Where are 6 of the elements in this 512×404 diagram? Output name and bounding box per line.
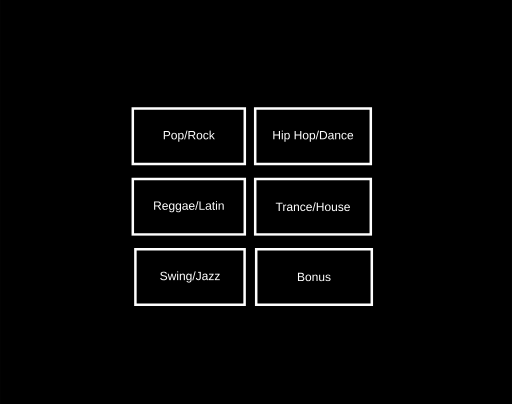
genre-box: Pop/Rock bbox=[132, 107, 246, 166]
genre-box: Reggae/Latin bbox=[132, 178, 246, 236]
genre-box: Hip Hop/Dance bbox=[254, 107, 372, 166]
genre-box: Swing/Jazz bbox=[134, 248, 246, 306]
genre-box: Trance/House bbox=[254, 178, 372, 236]
genre-box: Bonus bbox=[254, 248, 374, 306]
